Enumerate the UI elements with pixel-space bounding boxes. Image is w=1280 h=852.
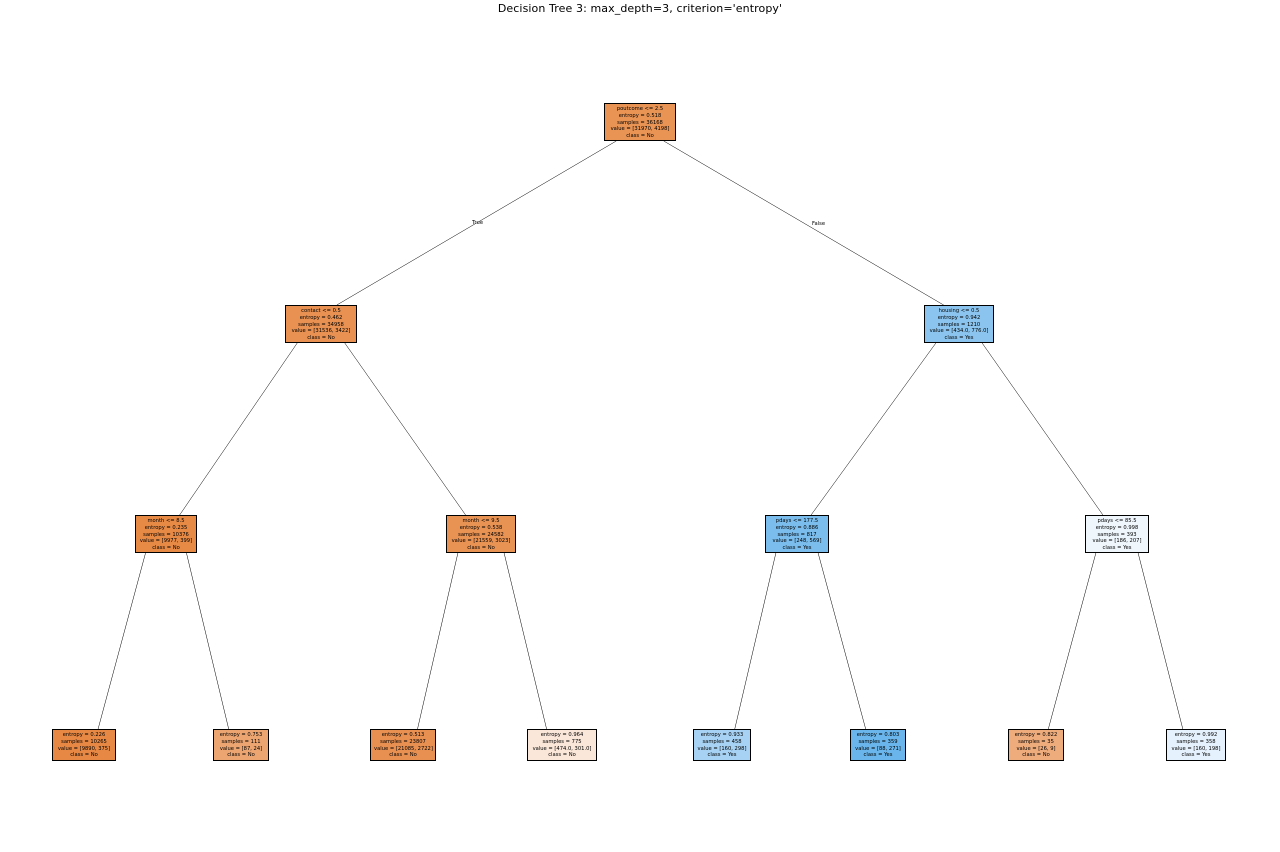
node-entropy: entropy = 0.803 — [856, 732, 900, 738]
node-value: value = [248, 569] — [772, 538, 822, 545]
node-samples: samples = 458 — [702, 738, 742, 745]
node-entropy: entropy = 0.753 — [219, 732, 263, 738]
node-class: class = Yes — [707, 752, 737, 759]
node-class: class = No — [626, 133, 654, 139]
node-entropy: entropy = 0.942 — [937, 314, 981, 321]
node-class: class = No — [227, 752, 255, 759]
chart-title: Decision Tree 3: max_depth=3, criterion=… — [497, 2, 783, 15]
node-value: value = [434.0, 776.0] — [929, 328, 989, 335]
node-value: value = [21559, 3023] — [451, 538, 511, 545]
node-class: class = Yes — [944, 335, 974, 341]
tree-edge — [97, 552, 146, 730]
tree-edge — [344, 342, 466, 516]
node-class: class = No — [152, 545, 180, 551]
tree-edge — [734, 552, 777, 730]
tree-edge — [663, 140, 944, 306]
node-class: class = No — [548, 752, 576, 759]
node-samples: samples = 34958 — [298, 321, 344, 328]
node-samples: samples = 393 — [1097, 531, 1137, 538]
node-entropy: entropy = 0.992 — [1174, 732, 1218, 738]
tree-edge — [981, 342, 1104, 516]
node-samples: samples = 359 — [858, 738, 898, 745]
node-entropy: entropy = 0.933 — [700, 732, 744, 738]
node-condition: month <= 9.5 — [462, 518, 500, 524]
node-samples: samples = 10376 — [143, 531, 189, 538]
tree-edge — [503, 552, 547, 730]
node-value: value = [88, 271] — [855, 745, 901, 752]
node-samples: samples = 1210 — [937, 321, 981, 328]
node-entropy: entropy = 0.462 — [299, 314, 343, 321]
node-samples: samples = 358 — [1176, 738, 1216, 745]
tree-edge — [417, 552, 459, 730]
node-class: class = No — [1022, 752, 1050, 759]
node-condition: month <= 8.5 — [147, 518, 185, 524]
tree-edge — [810, 342, 937, 516]
node-samples: samples = 23807 — [380, 738, 426, 745]
node-entropy: entropy = 0.886 — [775, 524, 819, 531]
node-samples: samples = 35 — [1018, 738, 1054, 745]
node-value: value = [186, 207] — [1092, 538, 1142, 545]
node-value: value = [9890, 375] — [57, 745, 111, 752]
edge-label-true: True — [472, 220, 484, 226]
tree-edge — [817, 552, 866, 730]
tree-edge — [1137, 552, 1184, 730]
node-entropy: entropy = 0.518 — [618, 112, 662, 119]
tree-edge — [336, 140, 617, 306]
node-value: value = [9977, 399] — [139, 538, 193, 545]
node-value: value = [26, 9] — [1016, 745, 1056, 752]
node-entropy: entropy = 0.235 — [144, 524, 188, 531]
node-entropy: entropy = 0.226 — [62, 732, 106, 738]
node-entropy: entropy = 0.822 — [1014, 732, 1058, 738]
node-value: value = [160, 298] — [697, 745, 747, 752]
node-condition: pdays <= 85.5 — [1097, 518, 1137, 524]
node-class: class = Yes — [863, 752, 893, 759]
node-class: class = No — [389, 752, 417, 759]
node-class: class = Yes — [1181, 752, 1211, 759]
node-value: value = [160, 198] — [1171, 745, 1221, 752]
node-samples: samples = 10265 — [61, 738, 107, 745]
tree-edge — [186, 552, 229, 730]
node-entropy: entropy = 0.964 — [540, 732, 584, 738]
node-value: value = [474.0, 301.0] — [532, 745, 592, 752]
node-value: value = [31536, 3422] — [291, 328, 351, 335]
node-samples: samples = 817 — [777, 531, 817, 538]
node-samples: samples = 24582 — [458, 531, 504, 538]
node-entropy: entropy = 0.998 — [1095, 524, 1139, 531]
node-value: value = [31970, 4198] — [610, 126, 670, 133]
node-class: class = No — [307, 335, 335, 341]
tree-edge — [1048, 552, 1097, 730]
node-class: class = No — [467, 545, 495, 551]
node-class: class = Yes — [782, 545, 812, 551]
node-value: value = [21085, 2722] — [374, 745, 433, 752]
node-entropy: entropy = 0.513 — [381, 732, 425, 738]
node-condition: housing <= 0.5 — [938, 308, 980, 314]
tree-edge — [179, 342, 298, 516]
node-class: class = Yes — [1102, 545, 1132, 551]
node-class: class = No — [70, 752, 98, 759]
node-condition: poutcome <= 2.5 — [616, 106, 664, 112]
node-samples: samples = 111 — [221, 738, 261, 745]
edge-label-false: False — [812, 221, 826, 227]
node-condition: pdays <= 177.5 — [775, 518, 819, 524]
node-condition: contact <= 0.5 — [301, 308, 341, 314]
node-samples: samples = 36168 — [617, 119, 663, 126]
node-entropy: entropy = 0.538 — [459, 524, 503, 531]
node-samples: samples = 775 — [542, 738, 582, 745]
node-value: value = [87, 24] — [219, 745, 263, 752]
